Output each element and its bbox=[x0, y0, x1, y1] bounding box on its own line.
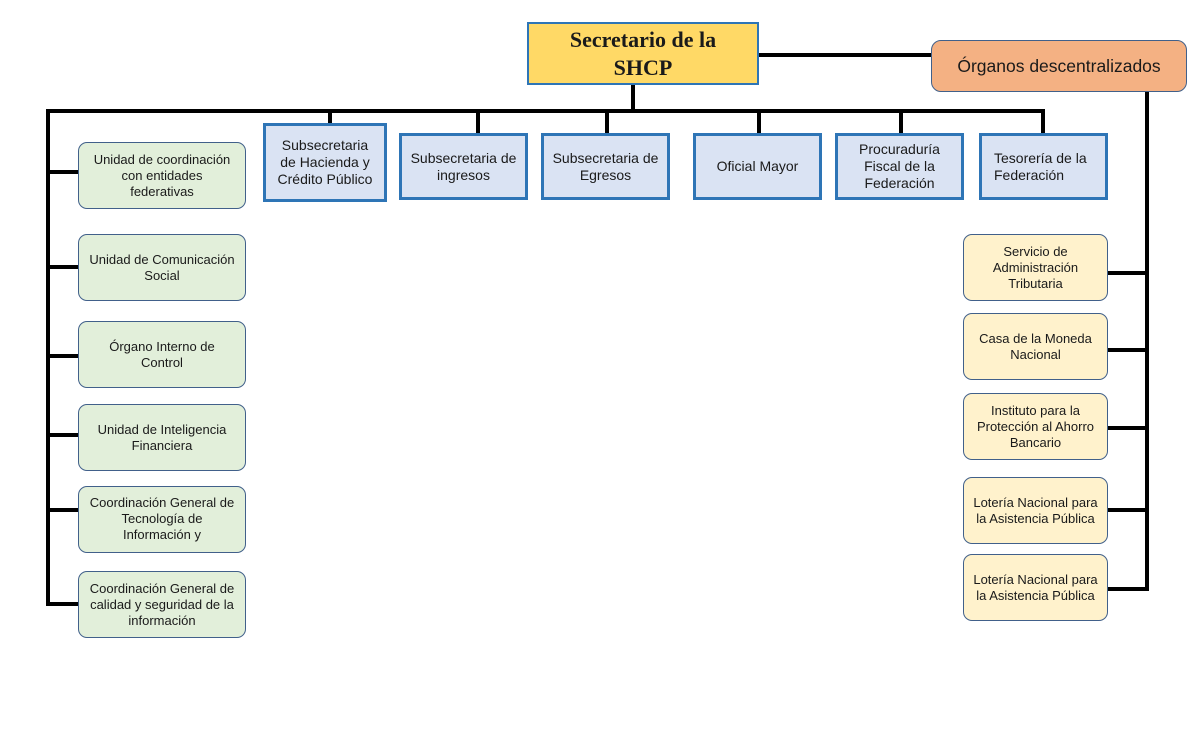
staff-unit-box: Unidad de Comunicación Social bbox=[78, 234, 246, 301]
decentralized-body-label: Instituto para la Protección al Ahorro B… bbox=[976, 402, 1095, 450]
subsecretariat-box: Oficial Mayor bbox=[693, 133, 822, 200]
subsecretariat-label: Subsecretaria de Egresos bbox=[552, 149, 659, 183]
staff-unit-box: Coordinación General de calidad y seguri… bbox=[78, 571, 246, 638]
staff-unit-box: Coordinación General de Tecnología de In… bbox=[78, 486, 246, 553]
decentralized-body-box: Casa de la Moneda Nacional bbox=[963, 313, 1108, 380]
decentralized-body-box: Servicio de Administración Tributaria bbox=[963, 234, 1108, 301]
decentralized-body-box: Instituto para la Protección al Ahorro B… bbox=[963, 393, 1108, 460]
subsecretariat-box: Subsecretaria de ingresos bbox=[399, 133, 528, 200]
staff-unit-label: Unidad de coordinación con entidades fed… bbox=[93, 151, 231, 199]
decentralized-header-label: Órganos descentralizados bbox=[957, 55, 1161, 76]
decentralized-body-box: Lotería Nacional para la Asistencia Públ… bbox=[963, 477, 1108, 544]
secretary-label: Secretario de la SHCP bbox=[569, 26, 717, 80]
subsecretariat-label: Oficial Mayor bbox=[716, 158, 799, 174]
subsecretariat-box: Tesorería de la Federación bbox=[979, 133, 1108, 200]
staff-unit-label: Unidad de Comunicación Social bbox=[89, 251, 235, 283]
decentralized-header-box: Órganos descentralizados bbox=[931, 40, 1187, 92]
staff-unit-label: Unidad de Inteligencia Financiera bbox=[97, 421, 227, 453]
decentralized-body-label: Lotería Nacional para la Asistencia Públ… bbox=[973, 494, 1098, 526]
subsecretariat-label: Procuraduría Fiscal de la Federación bbox=[859, 141, 940, 191]
secretary-box: Secretario de la SHCP bbox=[527, 22, 759, 85]
staff-unit-label: Coordinación General de calidad y seguri… bbox=[89, 580, 235, 628]
subsecretariat-label: Tesorería de la Federación bbox=[994, 149, 1087, 183]
subsecretariat-box: Subsecretaria de Egresos bbox=[541, 133, 670, 200]
staff-unit-box: Unidad de coordinación con entidades fed… bbox=[78, 142, 246, 209]
decentralized-body-label: Servicio de Administración Tributaria bbox=[992, 243, 1079, 291]
staff-unit-label: Coordinación General de Tecnología de In… bbox=[89, 495, 235, 542]
subsecretariat-label: Subsecretaria de Hacienda y Crédito Públ… bbox=[277, 137, 373, 187]
subsecretariat-box: Procuraduría Fiscal de la Federación bbox=[835, 133, 964, 200]
staff-unit-box: Unidad de Inteligencia Financiera bbox=[78, 404, 246, 471]
staff-unit-box: Órgano Interno de Control bbox=[78, 321, 246, 388]
subsecretariat-box: Subsecretaria de Hacienda y Crédito Públ… bbox=[263, 123, 387, 202]
subsecretariat-label: Subsecretaria de ingresos bbox=[410, 149, 517, 183]
staff-unit-label: Órgano Interno de Control bbox=[109, 338, 215, 370]
decentralized-body-label: Lotería Nacional para la Asistencia Públ… bbox=[973, 571, 1098, 603]
decentralized-body-label: Casa de la Moneda Nacional bbox=[979, 330, 1092, 362]
decentralized-body-box: Lotería Nacional para la Asistencia Públ… bbox=[963, 554, 1108, 621]
